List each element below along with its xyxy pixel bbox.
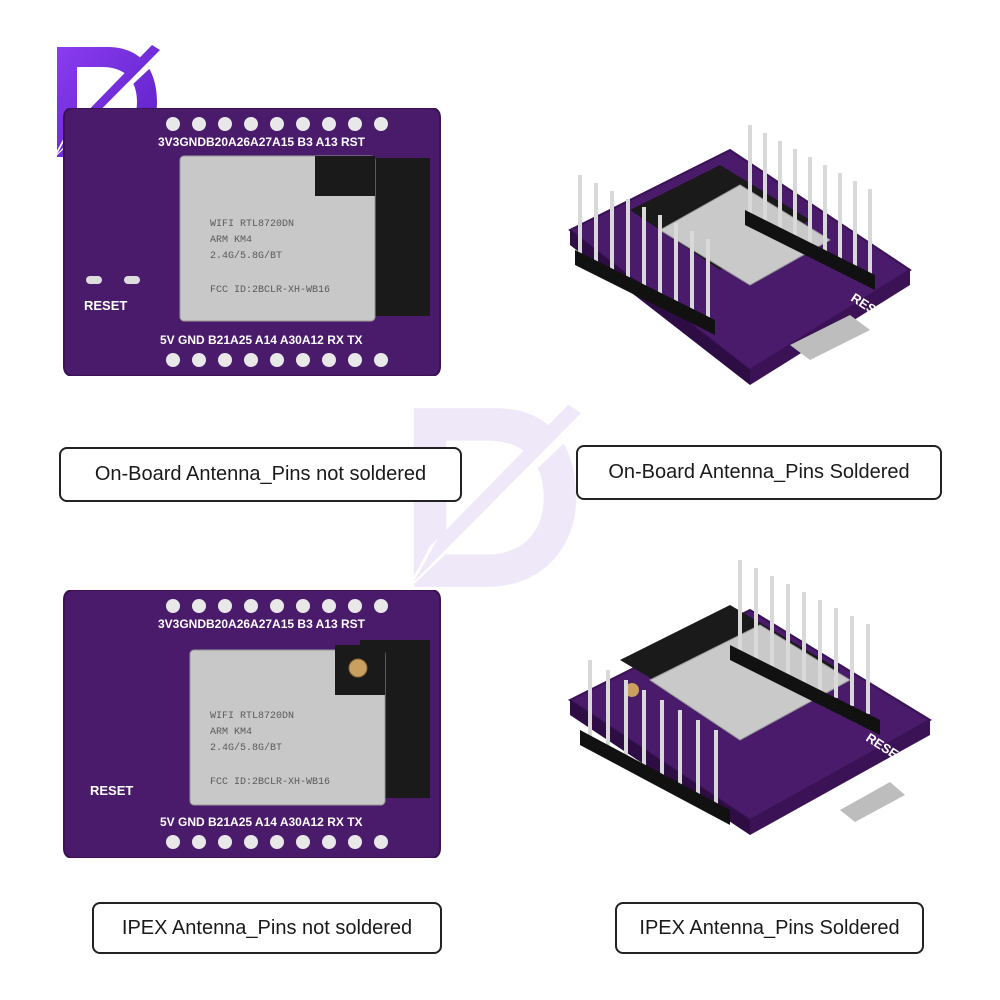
ipex-connector-3d bbox=[625, 683, 639, 697]
board-onboard-soldered: RESET bbox=[568, 125, 912, 385]
caption-onboard-soldered: On-Board Antenna_Pins Soldered bbox=[576, 445, 942, 500]
shield-line-3-2: ARM KM4 bbox=[210, 727, 252, 738]
top-pin-labels: 3V3GNDB20A26A27A15 B3 A13 RST bbox=[158, 135, 366, 149]
pin-headers-right bbox=[748, 125, 872, 279]
rf-shield bbox=[179, 155, 376, 322]
shield-line-4: FCC ID:2BCLR-XH-WB16 bbox=[210, 285, 330, 296]
watermark-logo bbox=[405, 404, 585, 592]
reset-label-3: RESET bbox=[90, 783, 133, 798]
bottom-pin-labels: 5V GND B21A25 A14 A30A12 RX TX bbox=[160, 333, 363, 347]
shield-line-3-3: 2.4G/5.8G/BT bbox=[210, 742, 282, 754]
bottom-pin-holes bbox=[166, 353, 388, 367]
reset-label: RESET bbox=[84, 298, 127, 313]
ipex-connector bbox=[348, 658, 368, 678]
shield-line-3-4: FCC ID:2BCLR-XH-WB16 bbox=[210, 777, 330, 788]
board-onboard-flat: 3V3GNDB20A26A27A15 B3 A13 RST 5V GND B21… bbox=[63, 108, 441, 376]
board-ipex-flat: 3V3GNDB20A26A27A15 B3 A13 RST 5V GND B21… bbox=[63, 590, 441, 858]
caption-onboard-not-soldered: On-Board Antenna_Pins not soldered bbox=[59, 447, 462, 502]
caption-ipex-not-soldered: IPEX Antenna_Pins not soldered bbox=[92, 902, 442, 954]
shield-line-3: 2.4G/5.8G/BT bbox=[210, 250, 282, 262]
shield-line-1: WIFI RTL8720DN bbox=[210, 219, 294, 230]
caption-ipex-soldered: IPEX Antenna_Pins Soldered bbox=[615, 902, 924, 954]
top-pin-labels-3: 3V3GNDB20A26A27A15 B3 A13 RST bbox=[158, 617, 366, 631]
shield-line-3-1: WIFI RTL8720DN bbox=[210, 711, 294, 722]
usb-c-connector bbox=[790, 315, 870, 360]
board-ipex-soldered: RESET bbox=[568, 560, 932, 835]
top-pin-holes bbox=[166, 117, 388, 131]
shield-line-2: ARM KM4 bbox=[210, 235, 252, 246]
pin-headers-left bbox=[578, 175, 710, 324]
bottom-pin-labels-3: 5V GND B21A25 A14 A30A12 RX TX bbox=[160, 815, 363, 829]
